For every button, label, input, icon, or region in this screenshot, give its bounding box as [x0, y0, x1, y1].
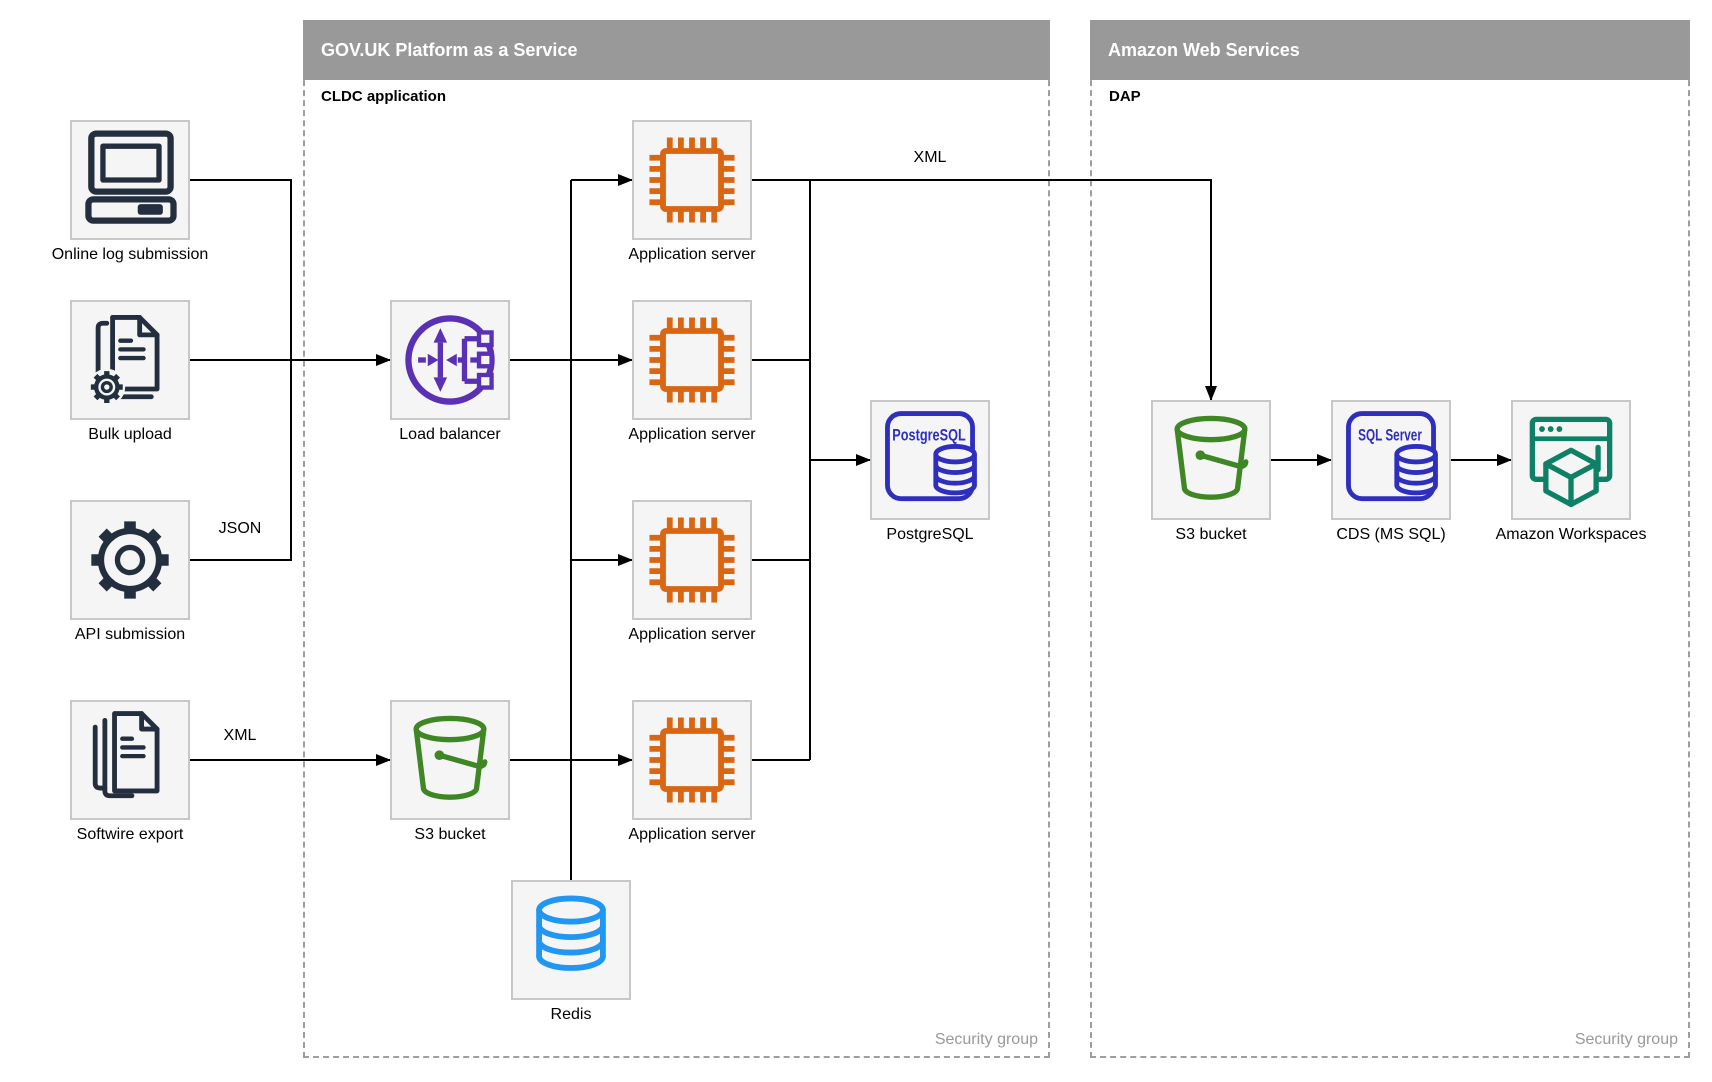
node-application-server-3	[632, 500, 752, 620]
load-balancer-icon	[405, 315, 495, 405]
node-amazon-workspaces	[1511, 400, 1631, 520]
node-label: Amazon Workspaces	[1495, 526, 1647, 543]
edge-label-xml-left: XML	[220, 727, 260, 745]
documents-stack-icon	[92, 711, 160, 799]
cpu-chip-icon	[649, 137, 735, 223]
node-label: S3 bucket	[414, 826, 486, 843]
govuk-security-group-label: Security group	[934, 1031, 1038, 1048]
node-load-balancer	[390, 300, 510, 420]
node-label: Load balancer	[399, 426, 501, 443]
edge-xml-to-aws-s3	[752, 179, 1217, 401]
dap-label: DAP	[1109, 88, 1141, 105]
node-label: PostgreSQL	[886, 526, 974, 543]
workspaces-window-cube-icon	[1529, 416, 1613, 508]
node-postgresql: PostgreSQL	[870, 400, 990, 520]
node-bulk-upload	[70, 300, 190, 420]
node-s3-bucket-paas	[390, 700, 510, 820]
cpu-chip-icon	[649, 517, 735, 603]
node-label: Online log submission	[51, 246, 209, 263]
node-online-log-submission	[70, 120, 190, 240]
node-redis	[511, 880, 631, 1000]
sql-server-icon: SQL Server	[1346, 411, 1438, 502]
s3-bucket-icon	[413, 715, 488, 800]
govuk-paas-title: GOV.UK Platform as a Service	[321, 40, 578, 60]
postgresql-icon: PostgreSQL	[885, 411, 977, 502]
node-label: Bulk upload	[88, 426, 172, 443]
cldc-application-label: CLDC application	[321, 88, 447, 105]
edge-label-json: JSON	[215, 520, 265, 538]
node-label: Application server	[628, 246, 756, 263]
s3-bucket-icon	[1174, 415, 1249, 500]
node-label: Application server	[628, 826, 756, 843]
cpu-chip-icon	[649, 317, 735, 403]
node-label: Application server	[628, 426, 756, 443]
node-cds-ms-sql: SQL Server	[1331, 400, 1451, 520]
aws-security-group-label: Security group	[1574, 1031, 1678, 1048]
node-s3-bucket-aws	[1151, 400, 1271, 520]
node-label: Redis	[550, 1006, 592, 1023]
cpu-chip-icon	[649, 717, 735, 803]
govuk-paas-header: GOV.UK Platform as a Service	[303, 20, 1050, 80]
aws-header: Amazon Web Services	[1090, 20, 1690, 80]
node-softwire-export	[70, 700, 190, 820]
postgresql-icon-text: PostgreSQL	[892, 427, 965, 445]
node-label: API submission	[74, 626, 186, 643]
node-application-server-2	[632, 300, 752, 420]
database-cylinder-icon	[536, 895, 606, 971]
computer-icon	[85, 130, 177, 224]
node-label: Application server	[628, 626, 756, 643]
document-gear-icon	[88, 315, 160, 406]
node-api-submission	[70, 500, 190, 620]
node-label: Softwire export	[76, 826, 184, 843]
node-label: S3 bucket	[1175, 526, 1247, 543]
aws-title: Amazon Web Services	[1108, 40, 1300, 60]
gear-icon	[91, 521, 169, 599]
node-application-server-1	[632, 120, 752, 240]
edge-label-xml-right: XML	[910, 149, 950, 167]
node-application-server-4	[632, 700, 752, 820]
sql-server-icon-text: SQL Server	[1358, 427, 1422, 445]
edge-sources-merge	[190, 179, 292, 561]
node-label: CDS (MS SQL)	[1336, 526, 1446, 543]
